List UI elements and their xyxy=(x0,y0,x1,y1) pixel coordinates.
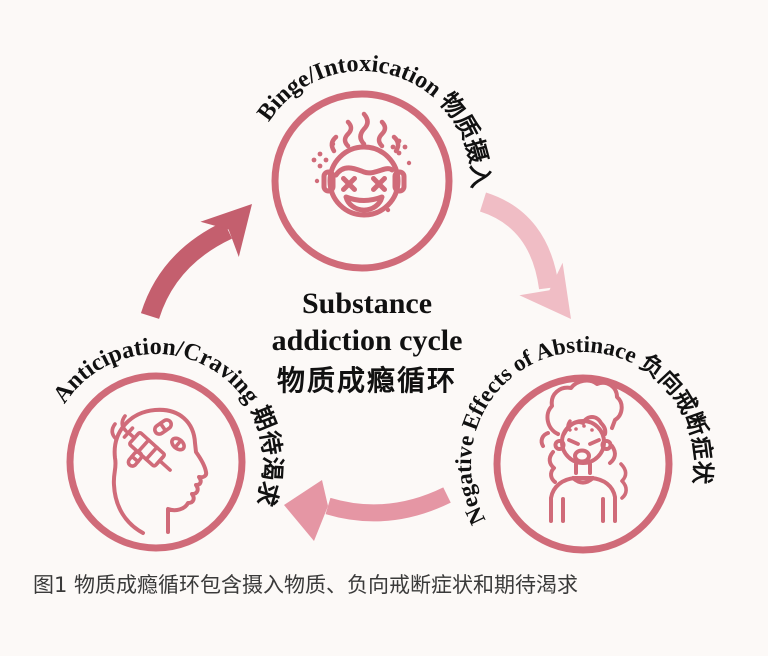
x-eyes xyxy=(341,176,387,192)
center-title-line3: 物质成瘾循环 xyxy=(277,364,457,397)
left-ear xyxy=(553,439,566,451)
left-hair-curl xyxy=(539,431,550,448)
arrow-head xyxy=(519,262,571,319)
hair-outline xyxy=(545,378,624,436)
left-ear xyxy=(321,169,336,194)
head-with-drugs-icon xyxy=(110,407,209,535)
hairline xyxy=(333,165,395,178)
steam-squiggles xyxy=(329,111,401,154)
head-profile xyxy=(111,407,209,535)
node-circle-binge xyxy=(271,90,453,272)
center-title: Substance addiction cycle 物质成瘾循环 xyxy=(272,287,463,397)
right-ear xyxy=(392,169,407,194)
center-title-line2: addiction cycle xyxy=(272,324,463,357)
arrow-withdrawal-to-craving xyxy=(284,480,451,541)
syringe xyxy=(122,426,172,472)
arrow-shaft xyxy=(325,487,451,522)
arrow-head xyxy=(284,480,328,541)
arrow-binge-to-withdrawal xyxy=(479,192,571,319)
sweat-drop-large xyxy=(566,419,572,432)
neck xyxy=(574,462,592,475)
node-circle-craving xyxy=(66,372,246,552)
arrow-shaft xyxy=(140,221,233,320)
pills xyxy=(126,418,186,468)
dizzy-sparkles xyxy=(311,138,412,213)
center-title-line1: Substance xyxy=(302,287,432,320)
face-outline xyxy=(327,144,401,218)
tremble-mark xyxy=(619,462,628,500)
collar xyxy=(571,476,595,485)
bangs xyxy=(562,415,608,436)
torso xyxy=(549,476,617,523)
sweat-drops xyxy=(574,424,594,432)
tremble-marks xyxy=(110,414,128,441)
figure-caption: 图1 物质成瘾循环包含摄入物质、负向戒断症状和期待渴求 xyxy=(33,573,578,597)
wailing-mouth xyxy=(573,448,591,464)
distressed-woman-icon xyxy=(539,378,628,523)
worried-eyes xyxy=(567,438,601,446)
arrow-shaft xyxy=(479,192,559,290)
intoxicated-face-icon xyxy=(311,111,412,218)
right-hair-strand xyxy=(608,444,617,465)
left-hair-strand xyxy=(547,450,557,484)
arrow-head xyxy=(200,204,252,257)
open-mouth xyxy=(343,194,385,213)
arrow-craving-to-binge xyxy=(140,204,252,320)
